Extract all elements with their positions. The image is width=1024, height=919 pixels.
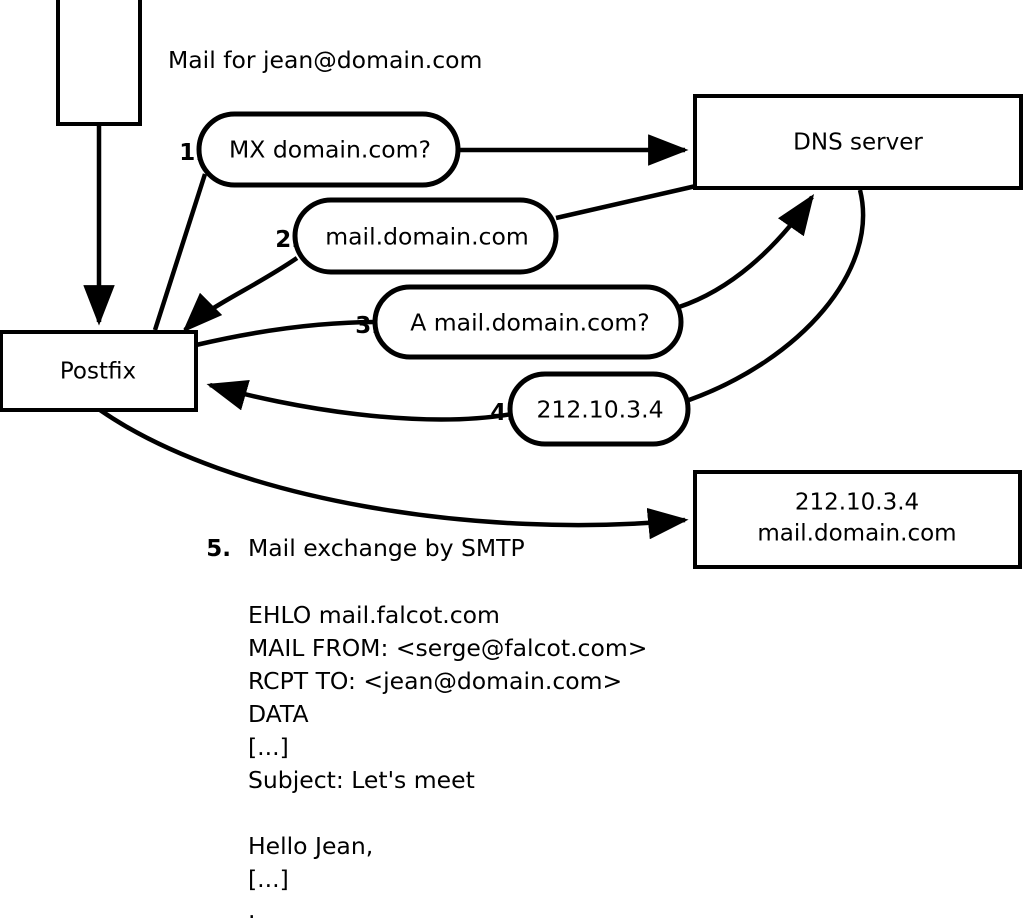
node-mailserver-hostname: mail.domain.com	[757, 521, 956, 547]
transcript-line-7: Hello Jean,	[248, 832, 373, 860]
node-postfix-label: Postfix	[60, 359, 136, 385]
node-postfix-box	[0, 330, 198, 412]
step-number-2: 2.	[275, 227, 300, 253]
bubble-step-1	[196, 111, 461, 188]
step-number-1: 1.	[179, 140, 204, 166]
step-number-3: 3.	[355, 313, 380, 339]
node-client-box	[56, 0, 142, 126]
step-number-5: 5.	[206, 536, 231, 562]
bubble-step-3	[372, 284, 684, 360]
node-dns-server-label: DNS server	[793, 130, 923, 156]
mail-for-note: Mail for jean@domain.com	[168, 46, 482, 74]
edge-postfix-to-step1	[152, 173, 208, 331]
bubble-step-1-label: MX domain.com?	[229, 136, 431, 164]
step-number-4: 4.	[490, 400, 515, 426]
node-dns-server-box	[693, 94, 1023, 190]
transcript-line-9: .	[248, 896, 255, 919]
transcript-line-2: RCPT TO: <jean@domain.com>	[248, 667, 622, 695]
bubble-step-2	[292, 197, 559, 275]
transcript-line-4: [...]	[248, 733, 289, 761]
transcript-line-0: EHLO mail.falcot.com	[248, 601, 500, 629]
bubble-step-4-label: 212.10.3.4	[536, 396, 663, 424]
transcript-line-1: MAIL FROM: <serge@falcot.com>	[248, 634, 647, 662]
edge-step4-to-postfix	[206, 380, 513, 422]
edge-step3-to-dns	[678, 194, 815, 310]
node-mailserver-box	[693, 470, 1022, 569]
transcript-line-5: Subject: Let's meet	[248, 766, 475, 794]
bubble-step-3-label: A mail.domain.com?	[410, 309, 650, 337]
bubble-step-4	[507, 371, 691, 447]
node-mailserver-ip: 212.10.3.4	[795, 490, 919, 516]
edge-step2-to-postfix	[182, 256, 299, 333]
transcript-line-3: DATA	[248, 700, 309, 728]
transcript-line-8: [...]	[248, 865, 289, 893]
edge-dns-to-step4	[688, 189, 866, 403]
bubble-step-2-label: mail.domain.com	[325, 223, 529, 251]
step-5-label: Mail exchange by SMTP	[248, 534, 525, 562]
edge-postfix-to-mailserver	[98, 408, 689, 540]
edge-postfix-to-step3	[195, 319, 379, 348]
edge-dns-to-step2	[555, 183, 697, 221]
